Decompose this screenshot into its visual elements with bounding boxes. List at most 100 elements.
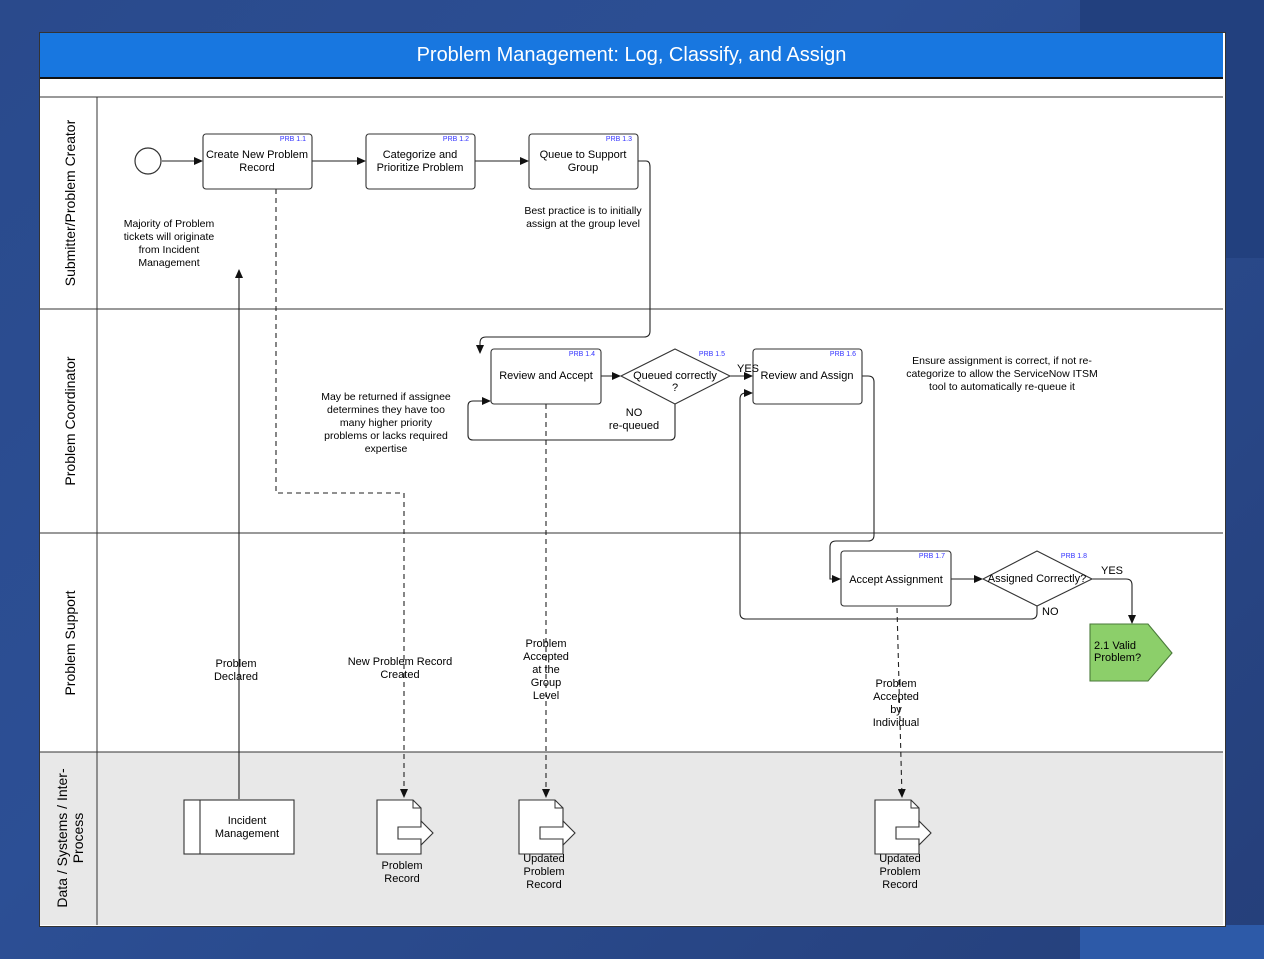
text-line: tickets will originate [124, 231, 215, 243]
text-line: Individual [873, 717, 919, 729]
note-ensure-assignment: Ensure assignment is correct, if not re-… [906, 355, 1097, 393]
text-line: Group [531, 677, 562, 689]
diagram-title: Problem Management: Log, Classify, and A… [416, 43, 847, 66]
svg-text:Accept Assignment: Accept Assignment [849, 574, 943, 586]
step-prb17: PRB 1.7 Accept Assignment [840, 550, 952, 607]
text-line: Record [882, 879, 917, 891]
text-line: Best practice is to initially [524, 205, 642, 217]
text-line: Accept Assignment [849, 574, 943, 586]
text-line: Declared [214, 671, 258, 683]
text-line: Problem [382, 860, 423, 872]
decision-prb15: PRB 1.5 Queued correctly? [619, 348, 732, 405]
label-yes-2: YES [1101, 565, 1123, 577]
svg-text:Queued correctly?: Queued correctly? [633, 370, 717, 394]
label-no-2: NO [1042, 606, 1059, 618]
svg-text:PRB 1.7: PRB 1.7 [919, 553, 945, 560]
text-line: 2.1 Valid [1094, 640, 1136, 652]
text-line: Record [384, 873, 419, 885]
edge-prb16-to-prb17 [829, 375, 875, 583]
text-line: Record [239, 162, 274, 174]
text-line: Updated [879, 853, 921, 865]
text-line: New Problem Record [348, 656, 453, 668]
svg-text:PRB 1.6: PRB 1.6 [830, 351, 856, 358]
svg-text:PRB 1.1: PRB 1.1 [280, 136, 306, 143]
text-line: Assigned Correctly? [988, 573, 1086, 585]
text-line: problems or lacks required [324, 430, 448, 442]
text-line: Incident [228, 815, 267, 827]
background-block-bottom [1080, 925, 1264, 959]
text-line: Group [568, 162, 599, 174]
text-line: many higher priority [340, 417, 433, 429]
text-line: May be returned if assignee [321, 391, 451, 403]
svg-text:Review and Assign: Review and Assign [761, 370, 854, 382]
text-line: Problem Coordinator [62, 356, 78, 486]
text-line: Problem [876, 678, 917, 690]
label-yes-1: YES [737, 363, 759, 375]
edge-prb15-no-requeue [467, 397, 676, 441]
svg-text:Assigned Correctly?: Assigned Correctly? [988, 573, 1086, 585]
text-line: expertise [365, 443, 408, 455]
svg-text:PRB 1.5: PRB 1.5 [699, 351, 725, 358]
lane-label-systems: Data / Systems / Inter-Process [54, 768, 86, 908]
text-line: Data / Systems / Inter- [54, 768, 70, 908]
text-line: ? [672, 382, 678, 394]
svg-text:Problem Support: Problem Support [62, 590, 78, 695]
text-line: re-queued [609, 420, 659, 432]
svg-text:PRB 1.8: PRB 1.8 [1061, 553, 1087, 560]
document-arrow-icon [539, 819, 576, 847]
svg-text:PRB 1.2: PRB 1.2 [443, 136, 469, 143]
text-line: Review and Assign [761, 370, 854, 382]
edge-prb11-to-problem-record [275, 189, 408, 798]
text-line: Problem? [1094, 652, 1141, 664]
text-line: Majority of Problem [124, 218, 215, 230]
text-line: Problem [526, 638, 567, 650]
svg-text:PRB 1.3: PRB 1.3 [606, 136, 632, 143]
title-bar: Problem Management: Log, Classify, and A… [40, 33, 1223, 79]
step-prb14: PRB 1.4 Review and Accept [490, 348, 602, 405]
start-event [134, 147, 162, 175]
text-line: categorize to allow the ServiceNow ITSM [906, 368, 1097, 380]
text-line: Process [70, 813, 86, 864]
text-line: from Incident [139, 244, 200, 256]
text-line: Created [380, 669, 419, 681]
text-line: Ensure assignment is correct, if not re- [912, 355, 1092, 367]
edge-prb17-to-updated-record-2 [896, 607, 906, 798]
text-line: NO [1042, 606, 1059, 618]
text-line: Problem Support [62, 590, 78, 695]
text-line: NO [626, 407, 643, 419]
text-line: Accepted [873, 691, 919, 703]
text-line: Queue to Support [540, 149, 627, 161]
text-line: Level [533, 690, 559, 702]
diagram-sheet: Problem Management: Log, Classify, and A… [39, 32, 1226, 927]
svg-text:Review and Accept: Review and Accept [499, 370, 593, 382]
text-line: assign at the group level [526, 218, 640, 230]
text-line: determines they have too [327, 404, 445, 416]
edge-prb18-yes-to-offpage [1092, 578, 1136, 624]
text-line: Categorize and [383, 149, 458, 161]
text-line: YES [1101, 565, 1123, 577]
svg-text:Problem Coordinator: Problem Coordinator [62, 356, 78, 486]
text-line: Management [215, 828, 279, 840]
step-prb16: PRB 1.6 Review and Assign [752, 348, 863, 405]
document-arrow-icon [397, 819, 434, 847]
